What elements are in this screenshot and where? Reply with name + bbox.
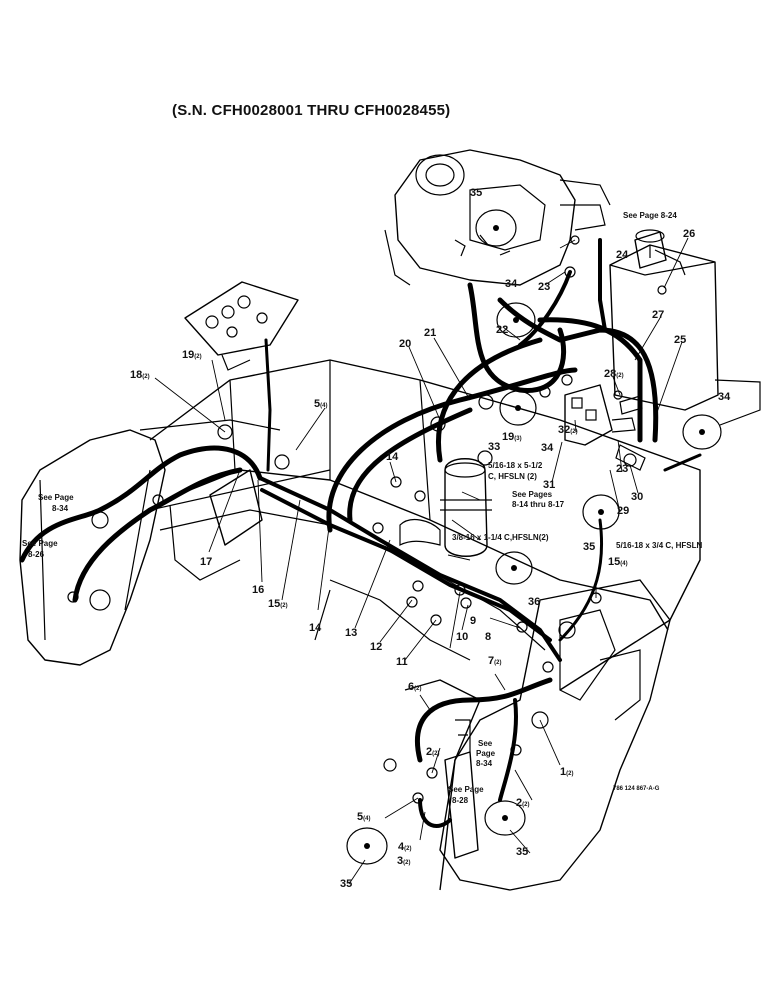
callout-12: 12 [370,641,382,653]
disc-34c [682,414,722,450]
hose-lines [19,238,702,828]
callout-27: 27 [652,309,664,321]
callout-6: 6(2) [408,681,421,693]
disc-36 [495,551,533,585]
callout-10: 10 [456,631,468,643]
callout-32: 32(2) [558,424,578,436]
callout-25: 25 [674,334,686,346]
callout-5b: 5(4) [357,811,370,823]
drawing-code: 786 124 867-A-G [613,786,660,792]
page-ref-8-26-num: 8-26 [28,550,45,559]
callout-35d: 35 [340,878,352,890]
callout-31: 31 [543,479,555,491]
callout-7: 7(2) [488,655,501,667]
callout-15b: 15(4) [608,556,628,568]
callout-35b: 35 [583,541,595,553]
callout-17: 17 [200,556,212,568]
callout-35a: 35 [470,187,482,199]
callout-11: 11 [396,656,408,668]
bolt-note-2: 3/8-16 x 1-1/4 C,HFSLN(2) [452,533,549,542]
page-ref-8-34-left: See Page [38,493,74,502]
callout-18: 18(2) [130,369,150,381]
callout-23a: 23 [538,281,550,293]
callout-4: 4(2) [398,841,411,853]
callout-34c: 34 [718,391,731,403]
bolt-note-1: 5/16-18 x 5-1/2 [488,461,543,470]
fittings [67,235,667,804]
page-ref-8-28-num: 8-28 [452,796,469,805]
leader-lines [154,237,689,885]
gauge-panel [184,281,299,371]
page-ref-8-24: See Page 8-24 [623,211,677,220]
disc-35d [346,827,388,865]
callout-20: 20 [399,338,411,350]
page-ref-8-34-bottom: See [478,739,493,748]
see-pages-range: 8-14 thru 8-17 [512,500,565,509]
callout-35c: 35 [516,846,528,858]
callout-labels: 1(2) 2(2) 2(2) 3(2) 4(2) 5(4) 5(4) 6(2) … [130,187,731,890]
disc-19 [499,390,537,426]
callout-29: 29 [617,505,629,517]
disc-35b [582,494,620,530]
callout-1: 1(2) [560,766,573,778]
callout-3: 3(2) [397,855,410,867]
page-ref-8-34-bottom-2: Page [476,749,496,758]
callout-34b: 34 [541,442,554,454]
control-valve [564,384,646,471]
page-references: See Page 8-24 See Page 8-34 See Page 8-2… [22,211,677,805]
callout-33: 33 [488,441,500,453]
callout-15a: 15(2) [268,598,288,610]
callout-34a: 34 [505,278,518,290]
callout-9: 9 [470,615,476,627]
callout-21: 21 [424,327,436,339]
callout-22: 22 [496,324,508,336]
callout-14a: 14 [386,451,399,463]
callout-36: 36 [528,596,540,608]
callout-5a: 5(4) [314,398,327,410]
reference-discs [346,209,722,865]
main-frame [19,359,701,891]
callout-2a: 2(2) [426,746,439,758]
callout-2b: 2(2) [516,797,529,809]
page-ref-8-34-bottom-3: 8-34 [476,759,493,768]
see-pages-note: See Pages [512,490,553,499]
bolt-note-1b: C, HFSLN (2) [488,472,537,481]
callout-28: 28(2) [604,368,624,380]
bolt-note-3: 5/16-18 x 3/4 C, HFSLN [616,541,702,550]
callout-16: 16 [252,584,264,596]
page-ref-8-28: See Page [448,785,484,794]
accumulator [399,458,492,557]
callout-19a: 19(2) [182,349,202,361]
disc-35c [484,800,526,836]
hardware-notes: 5/16-18 x 5-1/2 C, HFSLN (2) See Pages 8… [452,461,702,550]
page-ref-8-34-left-num: 8-34 [52,504,69,513]
page-ref-8-26: See Page [22,539,58,548]
callout-23b: 23 [616,463,628,475]
disc-35a [475,209,517,247]
page-title: (S.N. CFH0028001 THRU CFH0028455) [172,102,451,119]
hydraulic-tank [609,229,761,426]
callout-19b: 19(3) [502,431,522,443]
callout-30: 30 [631,491,643,503]
callout-13: 13 [345,627,357,639]
callout-26: 26 [683,228,695,240]
engine-assembly [384,149,611,286]
callout-8: 8 [485,631,491,643]
callout-14b: 14 [309,622,322,634]
callout-24: 24 [616,249,629,261]
